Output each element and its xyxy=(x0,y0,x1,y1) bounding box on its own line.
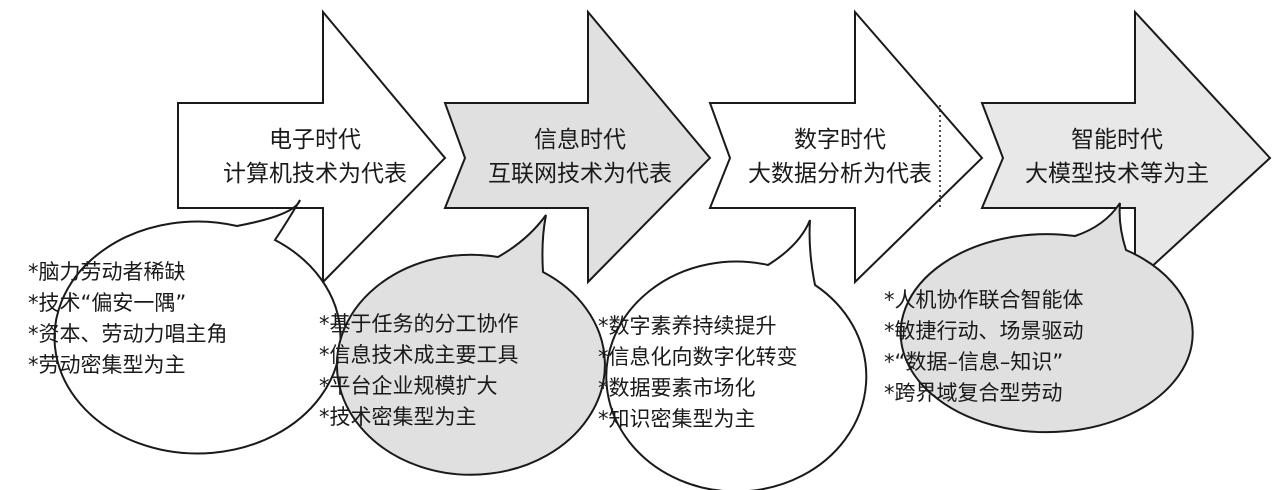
era-subtitle: 互联网技术为代表 xyxy=(488,161,672,187)
era-label-intelligent: 智能时代 大模型技术等为主 xyxy=(992,123,1242,191)
bubble-item: *脑力劳动者稀缺 xyxy=(28,260,186,284)
bubble-item: *跨界域复合型劳动 xyxy=(884,381,1063,405)
bubble-item: *“数据–信息–知识” xyxy=(884,350,1064,374)
bubble-text-information: *基于任务的分工协作 *信息技术成主要工具 *平台企业规模扩大 *技术密集型为主 xyxy=(319,309,519,433)
era-name: 数字时代 xyxy=(794,127,886,153)
era-subtitle: 计算机技术为代表 xyxy=(223,161,407,187)
era-label-information: 信息时代 互联网技术为代表 xyxy=(455,123,705,191)
era-label-electronic: 电子时代 计算机技术为代表 xyxy=(190,123,440,191)
bubble-text-electronic: *脑力劳动者稀缺 *技术“偏安一隅” *资本、劳动力唱主角 *劳动密集型为主 xyxy=(28,257,228,381)
bubble-item: *信息技术成主要工具 xyxy=(319,343,519,367)
arrow-era-electronic xyxy=(177,9,447,285)
bubble-item: *知识密集型为主 xyxy=(598,407,756,431)
bubble-era-information xyxy=(335,214,606,476)
era-subtitle: 大模型技术等为主 xyxy=(1025,161,1209,187)
bubble-item: *人机协作联合智能体 xyxy=(884,288,1084,312)
bubble-item: *资本、劳动力唱主角 xyxy=(28,322,228,346)
era-name: 智能时代 xyxy=(1071,127,1163,153)
bubble-item: *数字素养持续提升 xyxy=(598,314,777,338)
bubble-era-intelligent xyxy=(899,202,1194,434)
bubble-item: *数据要素市场化 xyxy=(598,376,756,400)
bubble-text-digital: *数字素养持续提升 *信息化向数字化转变 *数据要素市场化 *知识密集型为主 xyxy=(598,311,798,435)
era-name: 信息时代 xyxy=(534,127,626,153)
bubble-item: *技术密集型为主 xyxy=(319,405,477,429)
bubble-item: *敏捷行动、场景驱动 xyxy=(884,319,1084,343)
bubble-item: *信息化向数字化转变 xyxy=(598,345,798,369)
bubble-era-digital xyxy=(605,219,868,490)
era-name: 电子时代 xyxy=(269,127,361,153)
arrow-era-digital xyxy=(708,9,984,285)
bubble-item: *劳动密集型为主 xyxy=(28,353,186,377)
bubble-era-electronic xyxy=(53,199,342,455)
bubble-item: *基于任务的分工协作 xyxy=(319,312,519,336)
bubble-item: *平台企业规模扩大 xyxy=(319,374,498,398)
bubble-item: *技术“偏安一隅” xyxy=(28,291,187,315)
arrow-era-information xyxy=(443,9,712,285)
bubble-text-intelligent: *人机协作联合智能体 *敏捷行动、场景驱动 *“数据–信息–知识” *跨界域复合… xyxy=(884,285,1084,409)
era-label-digital: 数字时代 大数据分析为代表 xyxy=(715,123,965,191)
era-subtitle: 大数据分析为代表 xyxy=(748,161,932,187)
